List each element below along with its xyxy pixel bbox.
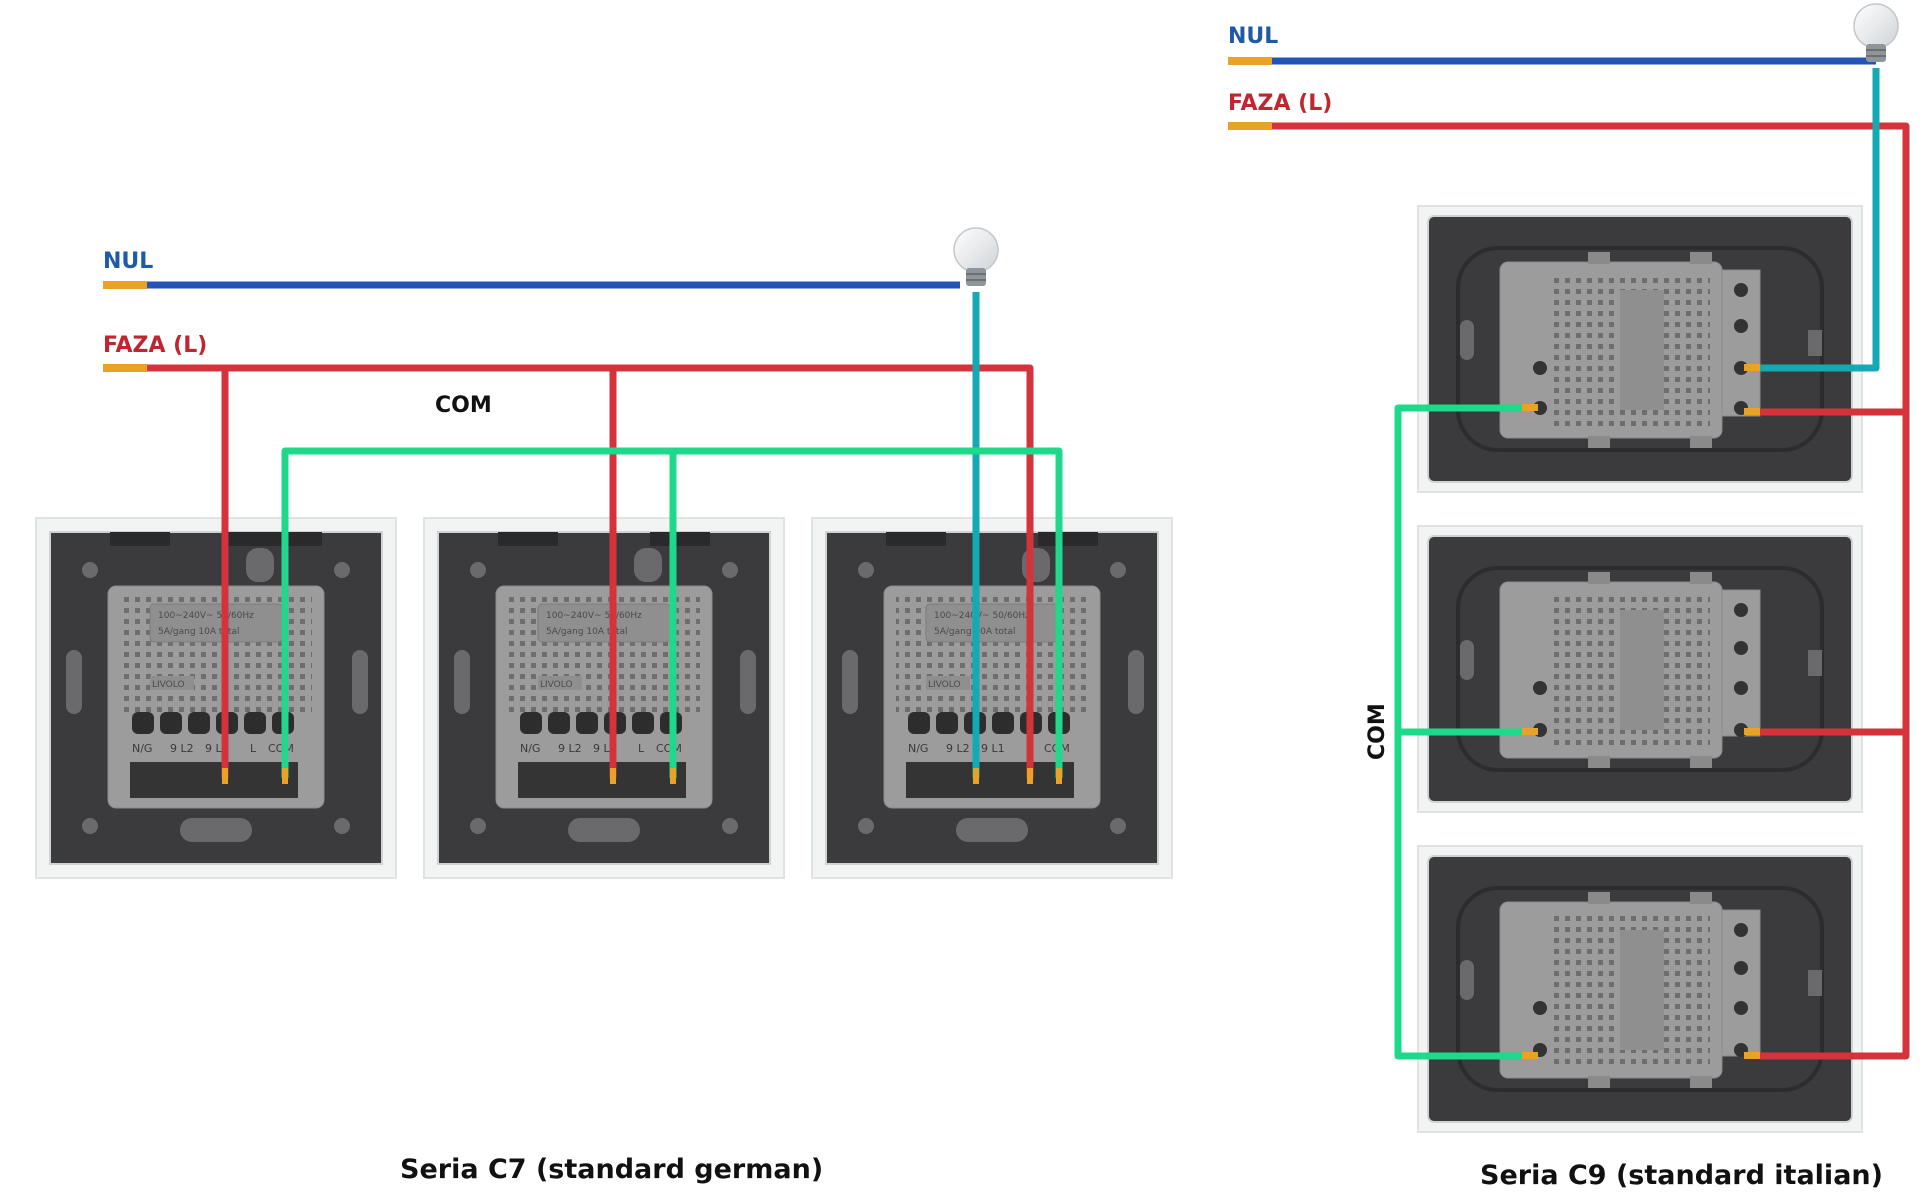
- c7-caption: Seria C7 (standard german): [400, 1154, 823, 1185]
- module-spec-voltage: 100~240V~ 50/60Hz: [158, 611, 254, 621]
- c9-neutral-conductor-tip: [1228, 57, 1272, 65]
- c7-switch-plate-3: 100~240V~ 50/60Hz 5A/gang 10A total LIVO…: [811, 517, 1173, 879]
- c9-phase-wire: [1272, 122, 1910, 1060]
- c9-switch-plate-1: [1417, 205, 1863, 493]
- c7-phase-conductor-tip: [103, 364, 147, 372]
- terminal-l2-label: 9 L2: [170, 742, 194, 755]
- module-spec-current: 5A/gang 10A total: [546, 627, 627, 637]
- c7-switch-plate-1: 100~240V~ 50/60Hz 5A/gang 10A total LIVO…: [35, 517, 397, 879]
- module-spec-voltage: 100~240V~ 50/60Hz: [546, 611, 642, 621]
- c9-caption: Seria C9 (standard italian): [1480, 1160, 1883, 1191]
- terminal-l2-label: 9 L2: [558, 742, 582, 755]
- c7-wires: [103, 281, 1063, 784]
- c7-faza-label: FAZA (L): [103, 333, 207, 358]
- c7-phase-wire: [146, 364, 1034, 778]
- c7-com-label: COM: [435, 393, 492, 418]
- terminal-l-label: L: [638, 742, 645, 755]
- c9-faza-label: FAZA (L): [1228, 91, 1332, 116]
- module-spec-voltage: 100~240V~ 50/60Hz: [934, 611, 1030, 621]
- terminal-l1-label: 9 L1: [981, 742, 1005, 755]
- terminal-labels: N/G: [132, 742, 152, 755]
- terminal-ng-label: N/G: [908, 742, 928, 755]
- terminal-l-label: L: [250, 742, 257, 755]
- brand-label: LIVOLO: [540, 680, 573, 690]
- c9-nul-label: NUL: [1228, 24, 1278, 49]
- c9-bulb-icon: [1853, 3, 1899, 62]
- brand-label: LIVOLO: [152, 680, 185, 690]
- module-spec-current: 5A/gang 10A total: [158, 627, 239, 637]
- c9-switch-plate-3: [1417, 845, 1863, 1133]
- c9-wires: [1228, 57, 1910, 1060]
- c9-load-wire: [1760, 68, 1880, 372]
- c7-nul-label: NUL: [103, 249, 153, 274]
- c9-com-label: COM: [1365, 703, 1390, 760]
- c7-neutral-conductor-tip: [103, 281, 147, 289]
- c7-bulb-icon: [953, 227, 999, 286]
- terminal-com-label: COM: [268, 742, 294, 755]
- terminal-ng-label: N/G: [520, 742, 540, 755]
- terminal-com-label: COM: [656, 742, 682, 755]
- terminal-l2-label: 9 L2: [946, 742, 970, 755]
- c7-switch-plate-2: 100~240V~ 50/60Hz 5A/gang 10A total LIVO…: [423, 517, 785, 879]
- c9-switch-plate-2: [1417, 525, 1863, 813]
- c9-phase-conductor-tip: [1228, 122, 1272, 130]
- brand-label: LIVOLO: [928, 680, 961, 690]
